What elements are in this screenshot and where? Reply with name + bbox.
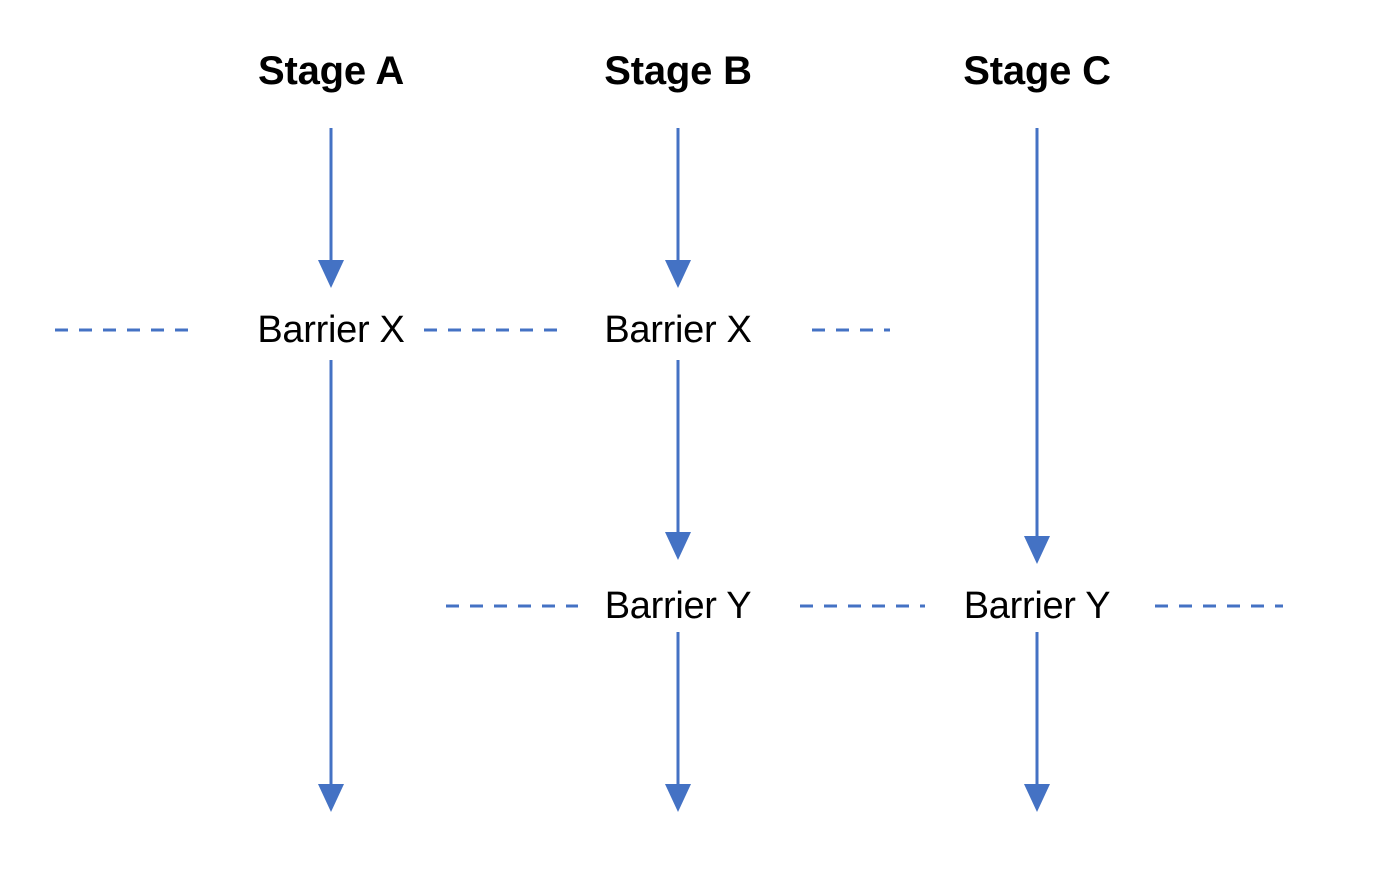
stage-title-stage-b: Stage B bbox=[604, 49, 752, 93]
arrow-head-stage-b-0 bbox=[665, 260, 691, 288]
arrow-head-stage-a-0 bbox=[318, 260, 344, 288]
stage-title-stage-c: Stage C bbox=[963, 49, 1111, 93]
barrier-label-stage-a-0: Barrier X bbox=[243, 308, 419, 352]
vertical-arrows-group bbox=[318, 128, 1050, 812]
arrow-head-stage-b-1 bbox=[665, 532, 691, 560]
arrow-head-stage-a-1 bbox=[318, 784, 344, 812]
barrier-label-stage-b-0: Barrier X bbox=[590, 308, 766, 352]
barrier-label-stage-b-1: Barrier Y bbox=[590, 584, 766, 628]
dashed-connectors-group bbox=[55, 328, 1283, 608]
arrow-head-stage-c-0 bbox=[1024, 536, 1050, 564]
barrier-label-stage-c-0: Barrier Y bbox=[949, 584, 1125, 628]
stage-title-stage-a: Stage A bbox=[257, 49, 405, 93]
arrow-head-stage-c-1 bbox=[1024, 784, 1050, 812]
arrow-head-stage-b-2 bbox=[665, 784, 691, 812]
